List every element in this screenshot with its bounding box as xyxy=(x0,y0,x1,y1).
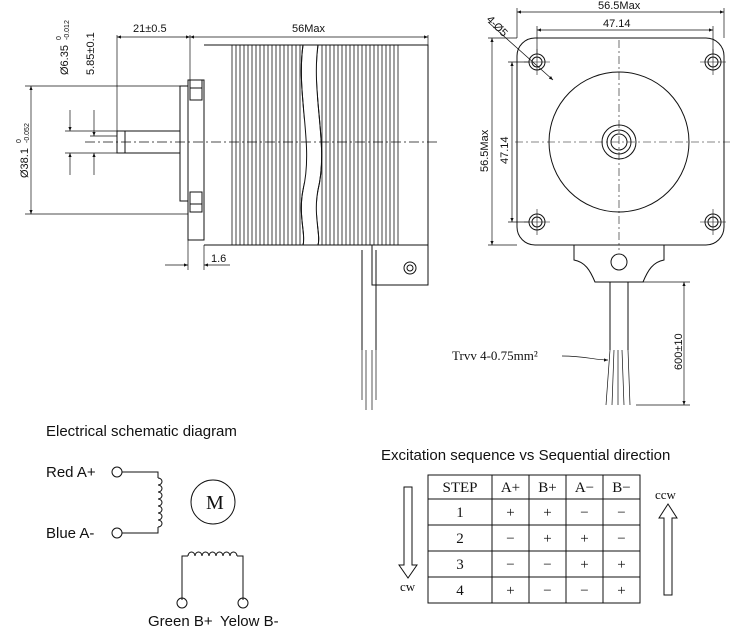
shaft-diameter-tol-bottom: -0.012 xyxy=(64,20,71,40)
table-header-cell: A+ xyxy=(501,480,520,496)
table-header-cell: B− xyxy=(612,480,630,496)
front-view xyxy=(487,8,730,406)
table-cell: − xyxy=(580,583,588,599)
boss-diameter-tol-top: 0 xyxy=(16,139,23,143)
sequence-table-text: STEP A+ B+ A− B− 1 + + − − 2 − + + − 3 − − + +4 + − − + xyxy=(442,480,630,599)
table-cell: + xyxy=(543,505,551,521)
table-cell: − xyxy=(506,557,514,573)
shaft-length-label: 21±0.5 xyxy=(133,23,167,35)
cw-arrow xyxy=(398,486,418,579)
table-cell: + xyxy=(506,505,514,521)
motor-label: M xyxy=(206,492,224,514)
shaft-dia-group: Ø6.35 0 -0.012 xyxy=(56,20,71,75)
cable-spec-label: Trvv 4-0.75mm² xyxy=(452,348,538,363)
coil-a xyxy=(111,466,163,539)
schematic-title: Electrical schematic diagram xyxy=(46,423,237,440)
boss-diameter-tol-bottom: -0.052 xyxy=(24,123,31,143)
table-cell: − xyxy=(543,557,551,573)
sequence-table xyxy=(427,474,641,604)
flange-thickness-label: 1.6 xyxy=(211,253,226,265)
red-a-plus-label: Red A+ xyxy=(46,464,96,481)
front-flange xyxy=(516,37,725,246)
boss-dia-group: Ø38.1 0 -0.052 xyxy=(16,123,31,178)
blue-a-minus-label: Blue A- xyxy=(46,525,94,542)
table-header-cell: A− xyxy=(575,480,594,496)
table-cell: + xyxy=(580,557,588,573)
sequence-title: Excitation sequence vs Sequential direct… xyxy=(381,447,670,464)
shaft-diameter-tol-top: 0 xyxy=(56,36,63,40)
flat-dimension-label: 5.85±0.1 xyxy=(85,32,97,75)
table-cell: − xyxy=(617,531,625,547)
table-header-cell: B+ xyxy=(538,480,556,496)
motor-symbol: M xyxy=(190,479,236,525)
table-cell: 3 xyxy=(456,557,464,573)
table-cell: + xyxy=(580,531,588,547)
green-b-plus-label: Green B+ xyxy=(148,613,213,630)
table-cell: + xyxy=(506,583,514,599)
body-length-label: 56Max xyxy=(292,23,326,35)
table-header-cell: STEP xyxy=(442,480,477,496)
ccw-label: ccw xyxy=(655,487,677,502)
ccw-arrow xyxy=(658,503,678,596)
table-cell: + xyxy=(543,531,551,547)
holes-label: 4-Ø5 xyxy=(484,14,510,40)
yellow-b-minus-label: Yelow B- xyxy=(220,613,279,630)
table-cell: 2 xyxy=(456,531,464,547)
table-cell: + xyxy=(617,583,625,599)
table-cell: − xyxy=(580,505,588,521)
cable-length-label: 600±10 xyxy=(673,333,685,370)
boss-diameter-label: Ø38.1 xyxy=(19,148,31,178)
table-cell: − xyxy=(543,583,551,599)
front-width-label: 56.5Max xyxy=(598,0,641,12)
coil-b xyxy=(176,551,249,609)
table-cell: − xyxy=(617,505,625,521)
table-cell: 1 xyxy=(456,505,464,521)
table-cell: − xyxy=(506,531,514,547)
cw-label: cw xyxy=(400,579,416,594)
flange-plate xyxy=(187,79,205,241)
front-hole-pitch-v-label: 47.14 xyxy=(499,136,511,164)
front-height-label: 56.5Max xyxy=(479,129,491,172)
shaft-diameter-label: Ø6.35 xyxy=(59,45,71,75)
front-hole-pitch-h-label: 47.14 xyxy=(603,18,631,30)
table-cell: 4 xyxy=(456,583,464,599)
table-cell: + xyxy=(617,557,625,573)
side-view xyxy=(25,35,440,410)
